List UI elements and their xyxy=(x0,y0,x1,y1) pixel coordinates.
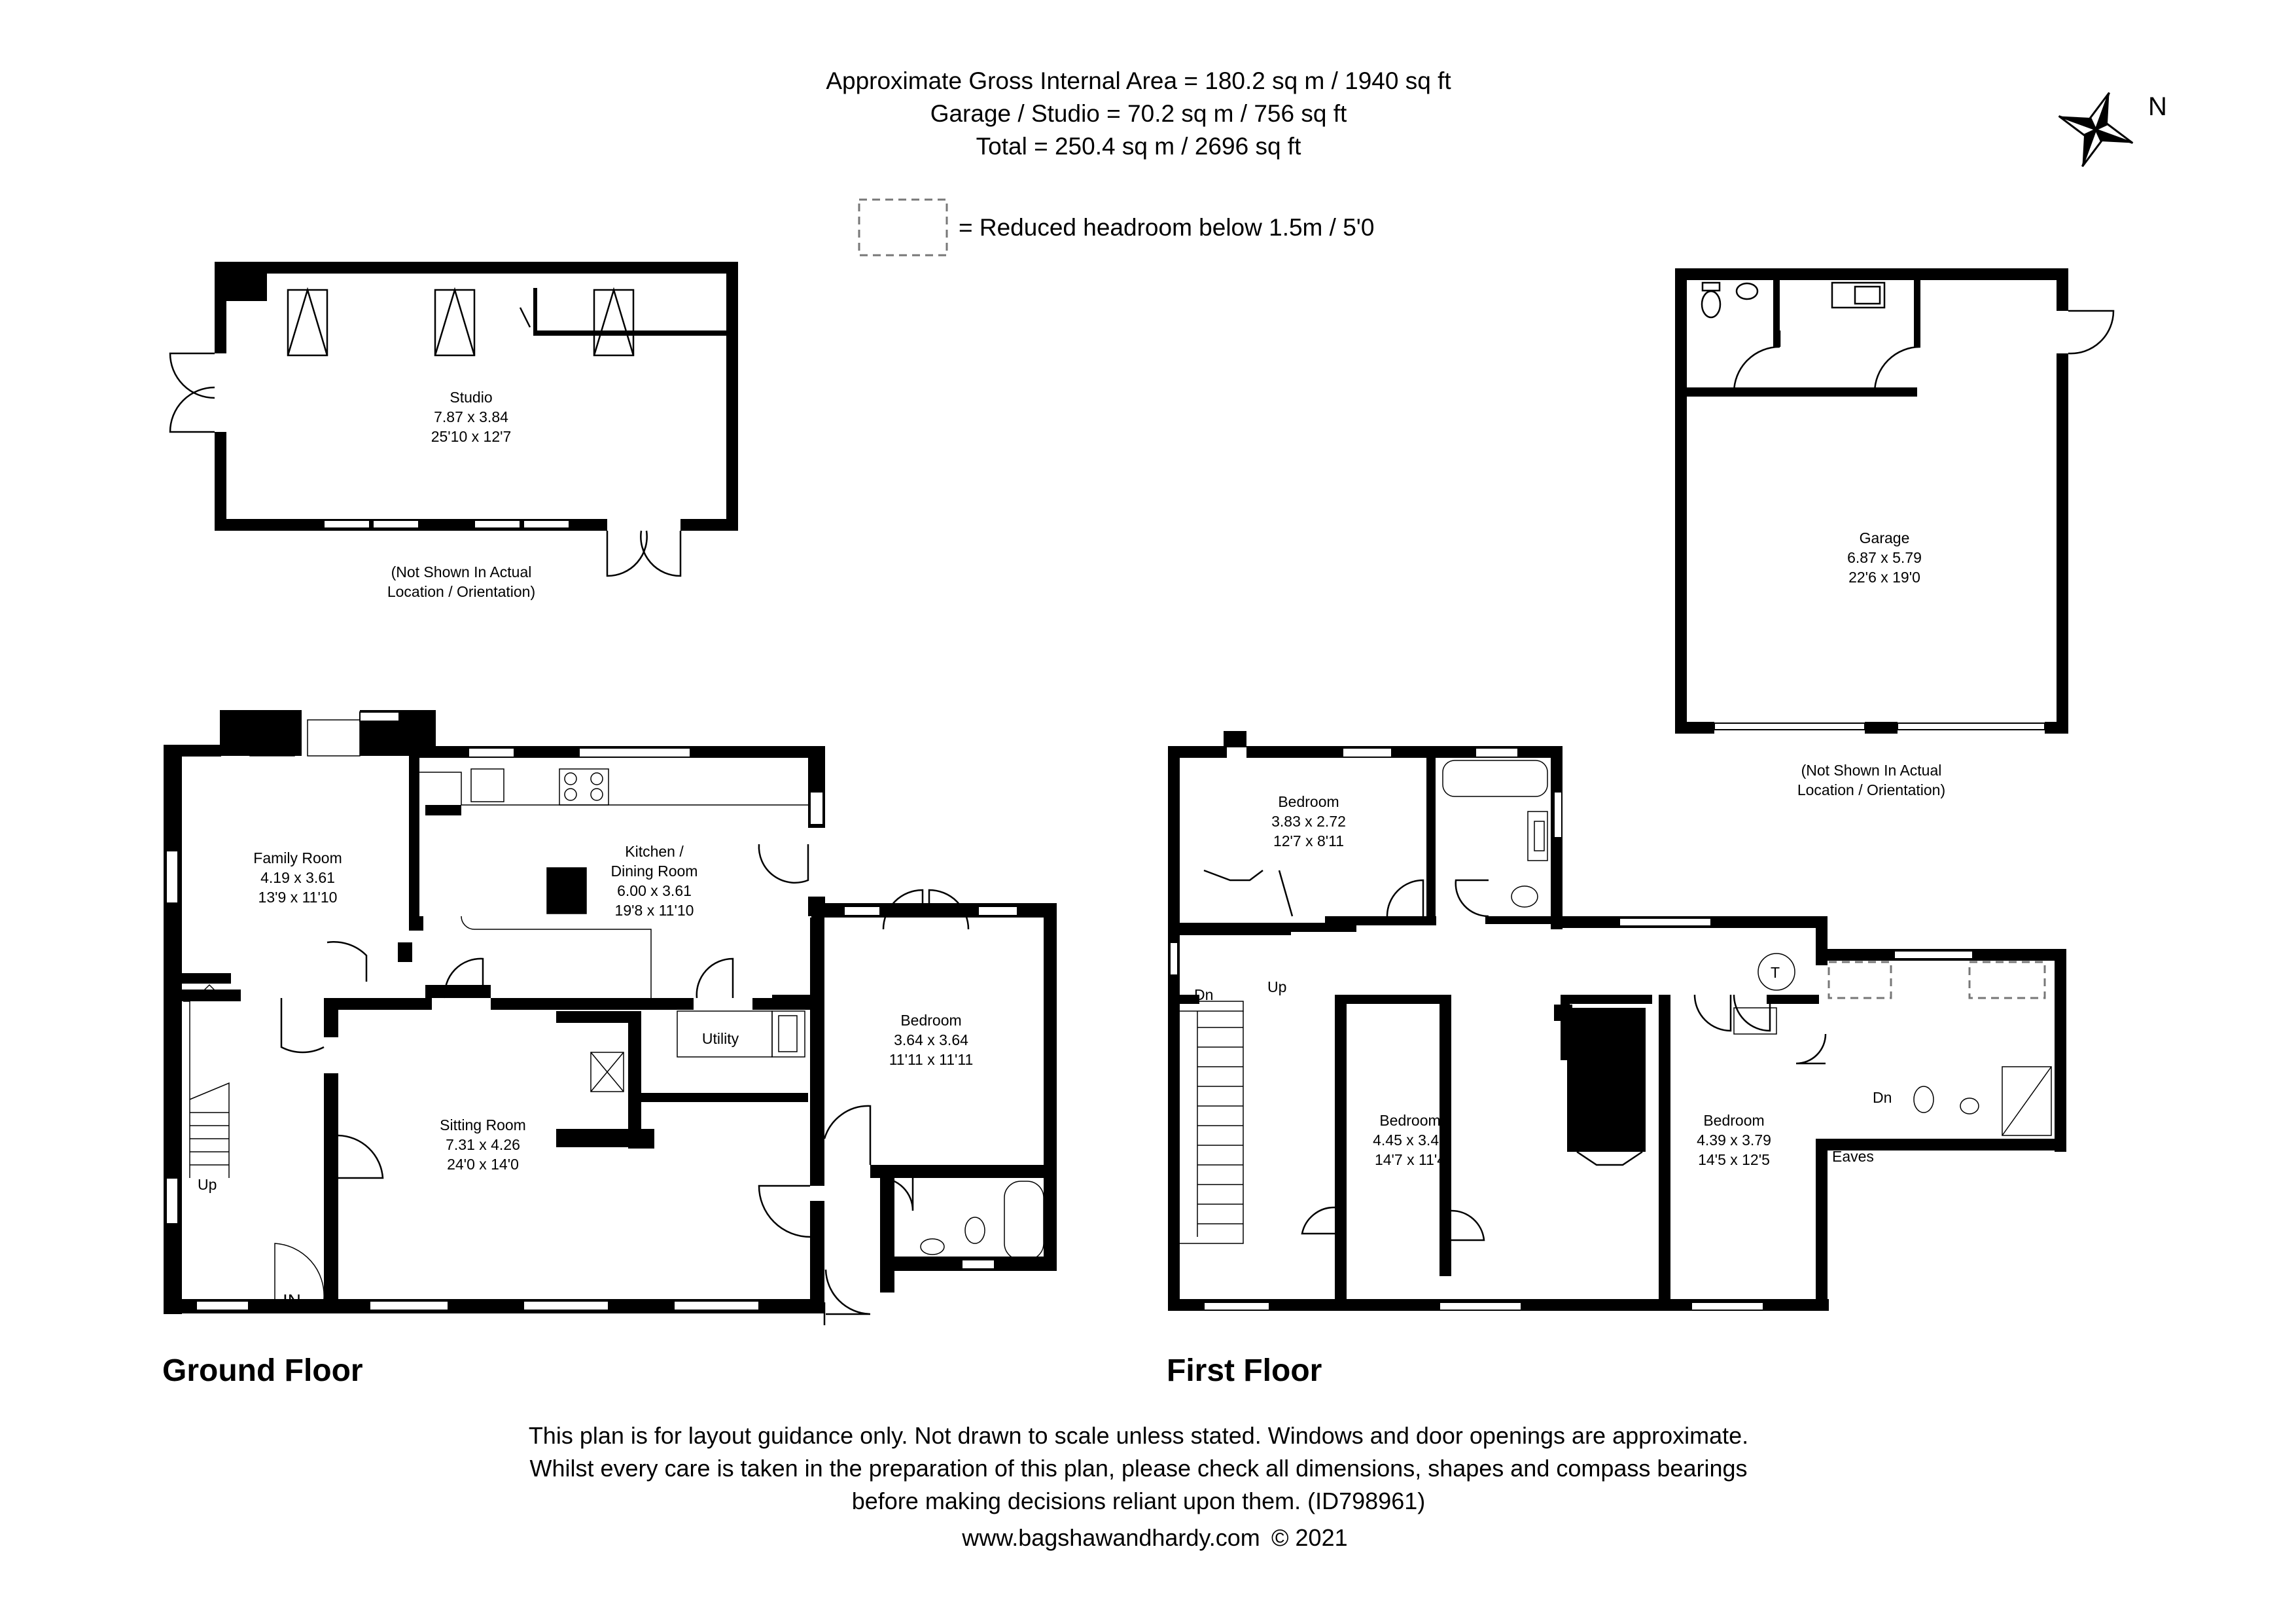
gross-area-text: Approximate Gross Internal Area = 180.2 … xyxy=(826,67,1451,94)
garage-metric: 6.87 x 5.79 xyxy=(1847,549,1922,566)
studio-name: Studio xyxy=(450,389,492,406)
ground-floor-plan xyxy=(164,710,1057,1325)
sitting-room-name: Sitting Room xyxy=(440,1116,526,1133)
ff-bedroom-c-metric: 4.39 x 3.79 xyxy=(1697,1132,1771,1149)
first-floor-windows xyxy=(1169,747,1973,1311)
ground-floor-windows xyxy=(166,711,1018,1311)
reduced-headroom-label: = Reduced headroom below 1.5m / 5'0 xyxy=(959,214,1374,241)
header: Approximate Gross Internal Area = 180.2 … xyxy=(826,67,1451,160)
sitting-room-imperial: 24'0 x 14'0 xyxy=(447,1156,519,1173)
first-floor-plan xyxy=(1168,731,2066,1311)
family-room-metric: 4.19 x 3.61 xyxy=(260,869,335,886)
entrance-label: IN xyxy=(283,1291,301,1311)
ff-bedroom-c-name: Bedroom xyxy=(1703,1112,1764,1129)
ff-bedroom-b-imperial: 14'7 x 11'4 xyxy=(1375,1151,1445,1168)
ff-bedroom-a-metric: 3.83 x 2.72 xyxy=(1271,813,1346,830)
studio-label: Studio 7.87 x 3.84 25'10 x 12'7 (Not Sho… xyxy=(387,389,535,600)
garage-note-1: (Not Shown In Actual xyxy=(1801,762,1942,779)
copyright-text: © 2021 xyxy=(1271,1524,1348,1551)
sitting-room-metric: 7.31 x 4.26 xyxy=(446,1136,520,1153)
ff-bedroom-c-imperial: 14'5 x 12'5 xyxy=(1698,1151,1770,1168)
gf-bedroom-metric: 3.64 x 3.64 xyxy=(894,1031,968,1048)
ff-stairs-up-label: Up xyxy=(1267,978,1286,995)
compass-rose-icon xyxy=(2058,92,2134,168)
gf-bedroom-name: Bedroom xyxy=(900,1012,961,1029)
ff-bedroom-b-name: Bedroom xyxy=(1379,1112,1440,1129)
disclaimer-line-3: before making decisions reliant upon the… xyxy=(852,1488,1426,1514)
ff-stairs-down-label: Dn xyxy=(1194,986,1213,1003)
gf-bedroom-imperial: 11'11 x 11'11 xyxy=(889,1051,974,1068)
ff-bedroom-a-name: Bedroom xyxy=(1278,793,1339,810)
kitchen-name-2: Dining Room xyxy=(611,863,698,880)
legend: = Reduced headroom below 1.5m / 5'0 xyxy=(858,198,1374,257)
family-room-name: Family Room xyxy=(253,849,342,866)
website-link[interactable]: www.bagshawandhardy.com xyxy=(961,1524,1260,1551)
disclaimer-line-2: Whilst every care is taken in the prepar… xyxy=(530,1455,1748,1482)
reduced-headroom-swatch xyxy=(858,198,948,257)
ensuite-down-label: Dn xyxy=(1873,1089,1892,1106)
studio-note-1: (Not Shown In Actual xyxy=(391,563,532,580)
garage-name: Garage xyxy=(1860,529,1910,546)
studio-metric: 7.87 x 3.84 xyxy=(434,408,508,425)
first-floor-title: First Floor xyxy=(1167,1353,1322,1388)
ground-floor-labels: Family Room 4.19 x 3.61 13'9 x 11'10 Kit… xyxy=(198,843,973,1311)
garage-label: Garage 6.87 x 5.79 22'6 x 19'0 (Not Show… xyxy=(1797,529,1945,798)
studio-imperial: 25'10 x 12'7 xyxy=(431,428,512,445)
ff-bedroom-a-imperial: 12'7 x 8'11 xyxy=(1273,832,1344,849)
family-room-imperial: 13'9 x 11'10 xyxy=(258,889,338,906)
garage-plan xyxy=(1675,268,2115,734)
garage-studio-area-text: Garage / Studio = 70.2 sq m / 756 sq ft xyxy=(930,100,1347,127)
tank-label: T xyxy=(1771,964,1780,981)
garage-imperial: 22'6 x 19'0 xyxy=(1848,569,1920,586)
studio-note-2: Location / Orientation) xyxy=(387,583,535,600)
total-area-text: Total = 250.4 sq m / 2696 sq ft xyxy=(976,133,1301,160)
first-floor-labels: Bedroom 3.83 x 2.72 12'7 x 8'11 Bedroom … xyxy=(1194,793,1892,1168)
kitchen-metric: 6.00 x 3.61 xyxy=(617,882,692,899)
studio-plan xyxy=(169,262,738,577)
garage-note-2: Location / Orientation) xyxy=(1797,781,1945,798)
disclaimer-line-1: This plan is for layout guidance only. N… xyxy=(529,1422,1748,1449)
kitchen-imperial: 19'8 x 11'10 xyxy=(615,902,694,919)
ground-floor-title: Ground Floor xyxy=(162,1353,363,1388)
utility-label: Utility xyxy=(702,1030,739,1047)
ff-bedroom-b-metric: 4.45 x 3.45 xyxy=(1373,1132,1447,1149)
compass-north-label: N xyxy=(2148,92,2167,121)
eaves-label: Eaves xyxy=(1832,1148,1874,1165)
gf-stairs-up-label: Up xyxy=(198,1176,217,1193)
kitchen-name-1: Kitchen / xyxy=(625,843,684,860)
disclaimer: This plan is for layout guidance only. N… xyxy=(529,1422,1748,1551)
